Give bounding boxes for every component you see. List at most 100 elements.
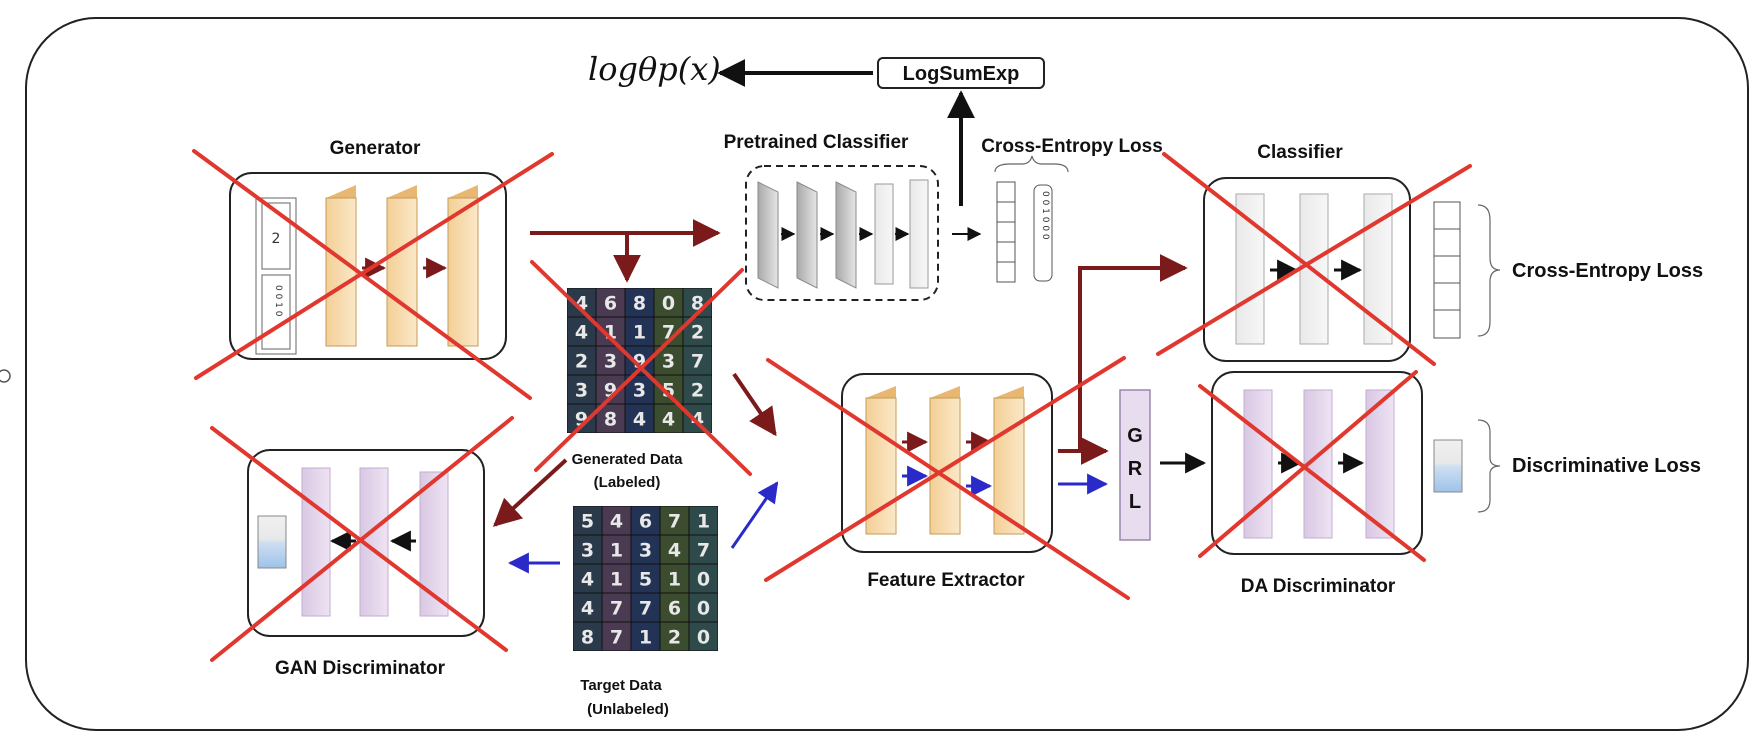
target-data-cell bbox=[689, 622, 718, 651]
generated-data-digit: 2 bbox=[691, 379, 704, 401]
target-data-digit: 1 bbox=[610, 568, 623, 590]
grl-box bbox=[1119, 389, 1151, 541]
target-data-digit: 3 bbox=[639, 539, 652, 561]
side-dot bbox=[0, 369, 11, 383]
target-data-cell bbox=[602, 535, 631, 564]
generated-data-digit: 2 bbox=[691, 321, 704, 343]
target-data-digit: 7 bbox=[639, 597, 652, 619]
target-data-label-line1: Target Data bbox=[580, 677, 662, 694]
target-data-cell bbox=[602, 506, 631, 535]
arrow-generated-to-feature-extractor bbox=[732, 372, 777, 437]
generated-data-digit: 1 bbox=[604, 321, 617, 343]
target-data-cell bbox=[573, 535, 602, 564]
generated-data-digit: 3 bbox=[633, 379, 646, 401]
generated-data-label-line2: (Labeled) bbox=[594, 474, 661, 491]
target-data-cell bbox=[602, 564, 631, 593]
cross-entropy-top-brace bbox=[994, 155, 1069, 173]
generated-data-digit: 4 bbox=[662, 408, 675, 430]
target-data-cell bbox=[573, 593, 602, 622]
generated-data-digit: 3 bbox=[662, 350, 675, 372]
target-data-cell bbox=[660, 506, 689, 535]
target-data-digit: 4 bbox=[581, 568, 594, 590]
arrow-feature-to-classifier bbox=[1078, 254, 1188, 451]
target-data-digit: 1 bbox=[610, 539, 623, 561]
target-data-digit: 1 bbox=[697, 510, 710, 532]
onehot-vector-values: 0 0 1 0 0 0 bbox=[1040, 191, 1050, 240]
generated-data-digit: 1 bbox=[633, 321, 646, 343]
gan-discriminator-layers bbox=[301, 467, 449, 617]
target-data-digit: 0 bbox=[697, 597, 710, 619]
feature-extractor-layers bbox=[865, 386, 1025, 535]
generated-data-cell bbox=[625, 288, 654, 317]
discriminative-loss-brace bbox=[1477, 419, 1501, 513]
generated-data-cell bbox=[654, 375, 683, 404]
generated-data-cell bbox=[625, 317, 654, 346]
target-data-digit: 6 bbox=[668, 597, 681, 619]
pretrained-classifier-label: Pretrained Classifier bbox=[724, 132, 909, 153]
target-data-digit: 1 bbox=[668, 568, 681, 590]
target-data-cell bbox=[631, 564, 660, 593]
grl-letter-r: R bbox=[1128, 458, 1143, 480]
generated-data-cell bbox=[683, 375, 712, 404]
target-data-digit: 4 bbox=[668, 539, 681, 561]
feature-extractor-label: Feature Extractor bbox=[867, 570, 1025, 591]
generator-onehot-cell bbox=[261, 274, 291, 350]
cross-entropy-right-brace bbox=[1477, 204, 1501, 337]
arrow-target-to-feature-extractor bbox=[730, 481, 779, 549]
outer-frame bbox=[25, 17, 1749, 731]
arrow-generated-to-gan-discriminator bbox=[492, 458, 568, 527]
target-data-cell bbox=[631, 622, 660, 651]
generated-data-cell bbox=[654, 288, 683, 317]
cross-entropy-right-label: Cross-Entropy Loss bbox=[1512, 260, 1703, 282]
generated-data-cell bbox=[567, 346, 596, 375]
discriminative-loss-label: Discriminative Loss bbox=[1512, 455, 1701, 477]
target-data-digit: 1 bbox=[639, 626, 652, 648]
target-data-digit: 3 bbox=[581, 539, 594, 561]
target-data-digit: 6 bbox=[639, 510, 652, 532]
gan-discriminator-output bbox=[257, 515, 287, 569]
pretrained-classifier-layers bbox=[757, 179, 929, 289]
grl-letter-l: L bbox=[1129, 491, 1141, 513]
target-data-cell bbox=[689, 564, 718, 593]
logsumexp-box bbox=[877, 57, 1045, 89]
target-data-cell bbox=[573, 564, 602, 593]
target-data-digit: 8 bbox=[581, 626, 594, 648]
formula-label: logθp(x) bbox=[588, 50, 721, 88]
target-data-cell bbox=[631, 506, 660, 535]
generator-label: Generator bbox=[330, 138, 421, 159]
generator-onehot: 0 0 1 0 bbox=[273, 285, 283, 317]
target-data-cell bbox=[631, 535, 660, 564]
target-data-digit: 7 bbox=[610, 626, 623, 648]
target-data-cell bbox=[573, 506, 602, 535]
generated-data-cell bbox=[596, 288, 625, 317]
generated-data-digit: 8 bbox=[604, 408, 617, 430]
prediction-vector bbox=[996, 181, 1016, 283]
target-data-digit: 7 bbox=[697, 539, 710, 561]
da-discriminator-label: DA Discriminator bbox=[1241, 576, 1396, 597]
da-discriminator-output bbox=[1433, 439, 1463, 493]
generated-data-label-line1: Generated Data bbox=[572, 451, 684, 468]
target-data-cell bbox=[660, 564, 689, 593]
cross-entropy-top-label: Cross-Entropy Loss bbox=[981, 136, 1163, 157]
generated-data-cell bbox=[567, 375, 596, 404]
target-data-cell bbox=[602, 622, 631, 651]
target-data-label-line2: (Unlabeled) bbox=[587, 701, 669, 718]
target-data-cell bbox=[660, 593, 689, 622]
target-data-digit: 4 bbox=[581, 597, 594, 619]
generated-data-cell bbox=[567, 317, 596, 346]
da-discriminator-layers bbox=[1243, 389, 1395, 539]
generated-data-digit: 0 bbox=[662, 292, 675, 314]
target-data-digit: 7 bbox=[668, 510, 681, 532]
generated-data-digit: 3 bbox=[604, 350, 617, 372]
target-data-cell bbox=[689, 593, 718, 622]
generator-layers bbox=[325, 185, 479, 347]
target-data-cell bbox=[689, 506, 718, 535]
logsumexp-label: LogSumExp bbox=[903, 63, 1020, 85]
generated-data-cell bbox=[654, 404, 683, 433]
generated-data-cell bbox=[683, 404, 712, 433]
classifier-label: Classifier bbox=[1257, 142, 1343, 163]
classifier-output-vector bbox=[1433, 201, 1461, 339]
